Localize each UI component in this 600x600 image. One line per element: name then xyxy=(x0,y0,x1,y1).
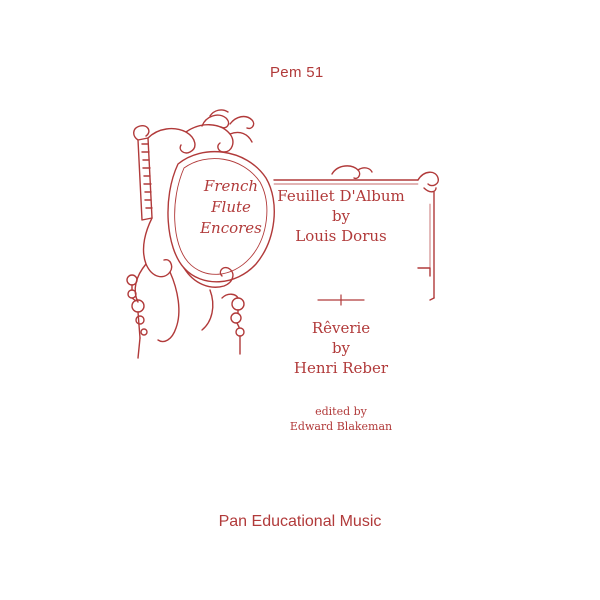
ornamental-frame-icon xyxy=(126,109,440,359)
piece-one: Feuillet D'Album by Louis Dorus xyxy=(266,186,416,246)
series-line-2: Flute xyxy=(211,198,251,216)
piece-one-composer: Louis Dorus xyxy=(295,227,387,245)
piece-one-title: Feuillet D'Album xyxy=(277,187,405,205)
series-line-3: Encores xyxy=(200,219,262,237)
small-cross-divider-icon xyxy=(317,294,365,306)
series-title: French Flute Encores xyxy=(186,176,276,239)
piece-two-composer: Henri Reber xyxy=(293,359,389,377)
piece-two: Rêverie by Henri Reber xyxy=(266,318,416,378)
publisher-name: Pan Educational Music xyxy=(218,513,382,530)
editor-credit: edited by Edward Blakeman xyxy=(266,404,416,434)
piece-one-by: by xyxy=(331,207,351,225)
editor-prefix: edited by xyxy=(315,405,367,418)
piece-two-title: Rêverie xyxy=(311,319,371,337)
series-line-1: French xyxy=(203,177,259,195)
editor-name: Edward Blakeman xyxy=(289,420,393,433)
piece-two-by: by xyxy=(331,339,351,357)
catalog-number: Pem 51 xyxy=(270,64,324,81)
